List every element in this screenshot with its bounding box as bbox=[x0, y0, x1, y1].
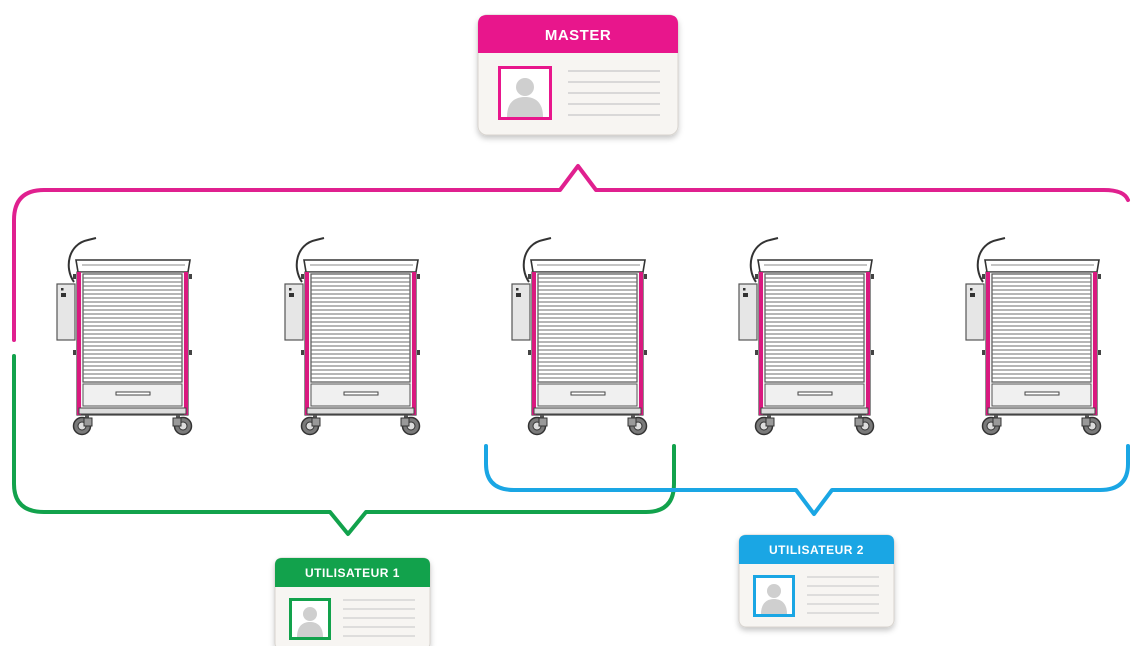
medication-cart-icon bbox=[284, 237, 421, 436]
user-avatar-icon bbox=[753, 575, 795, 617]
cart-row bbox=[56, 237, 1102, 436]
medication-cart-icon bbox=[738, 237, 875, 436]
badge-text-lines bbox=[343, 599, 415, 637]
master-badge: MASTER bbox=[477, 14, 679, 136]
medication-cart-icon bbox=[511, 237, 648, 436]
user2-badge: UTILISATEUR 2 bbox=[738, 534, 895, 628]
master-bracket bbox=[12, 164, 1130, 342]
user-avatar-icon bbox=[498, 66, 552, 120]
user2-badge-title: UTILISATEUR 2 bbox=[769, 543, 864, 557]
user1-bracket bbox=[12, 354, 676, 536]
user2-bracket bbox=[484, 444, 1130, 516]
badge-text-lines bbox=[807, 576, 879, 614]
user1-badge-title: UTILISATEUR 1 bbox=[305, 566, 400, 580]
medication-cart-icon bbox=[56, 237, 193, 436]
badge-text-lines bbox=[568, 70, 660, 116]
user1-badge: UTILISATEUR 1 bbox=[274, 557, 431, 646]
user-avatar-icon bbox=[289, 598, 331, 640]
master-badge-title: MASTER bbox=[545, 27, 611, 44]
medication-cart-icon bbox=[965, 237, 1102, 436]
